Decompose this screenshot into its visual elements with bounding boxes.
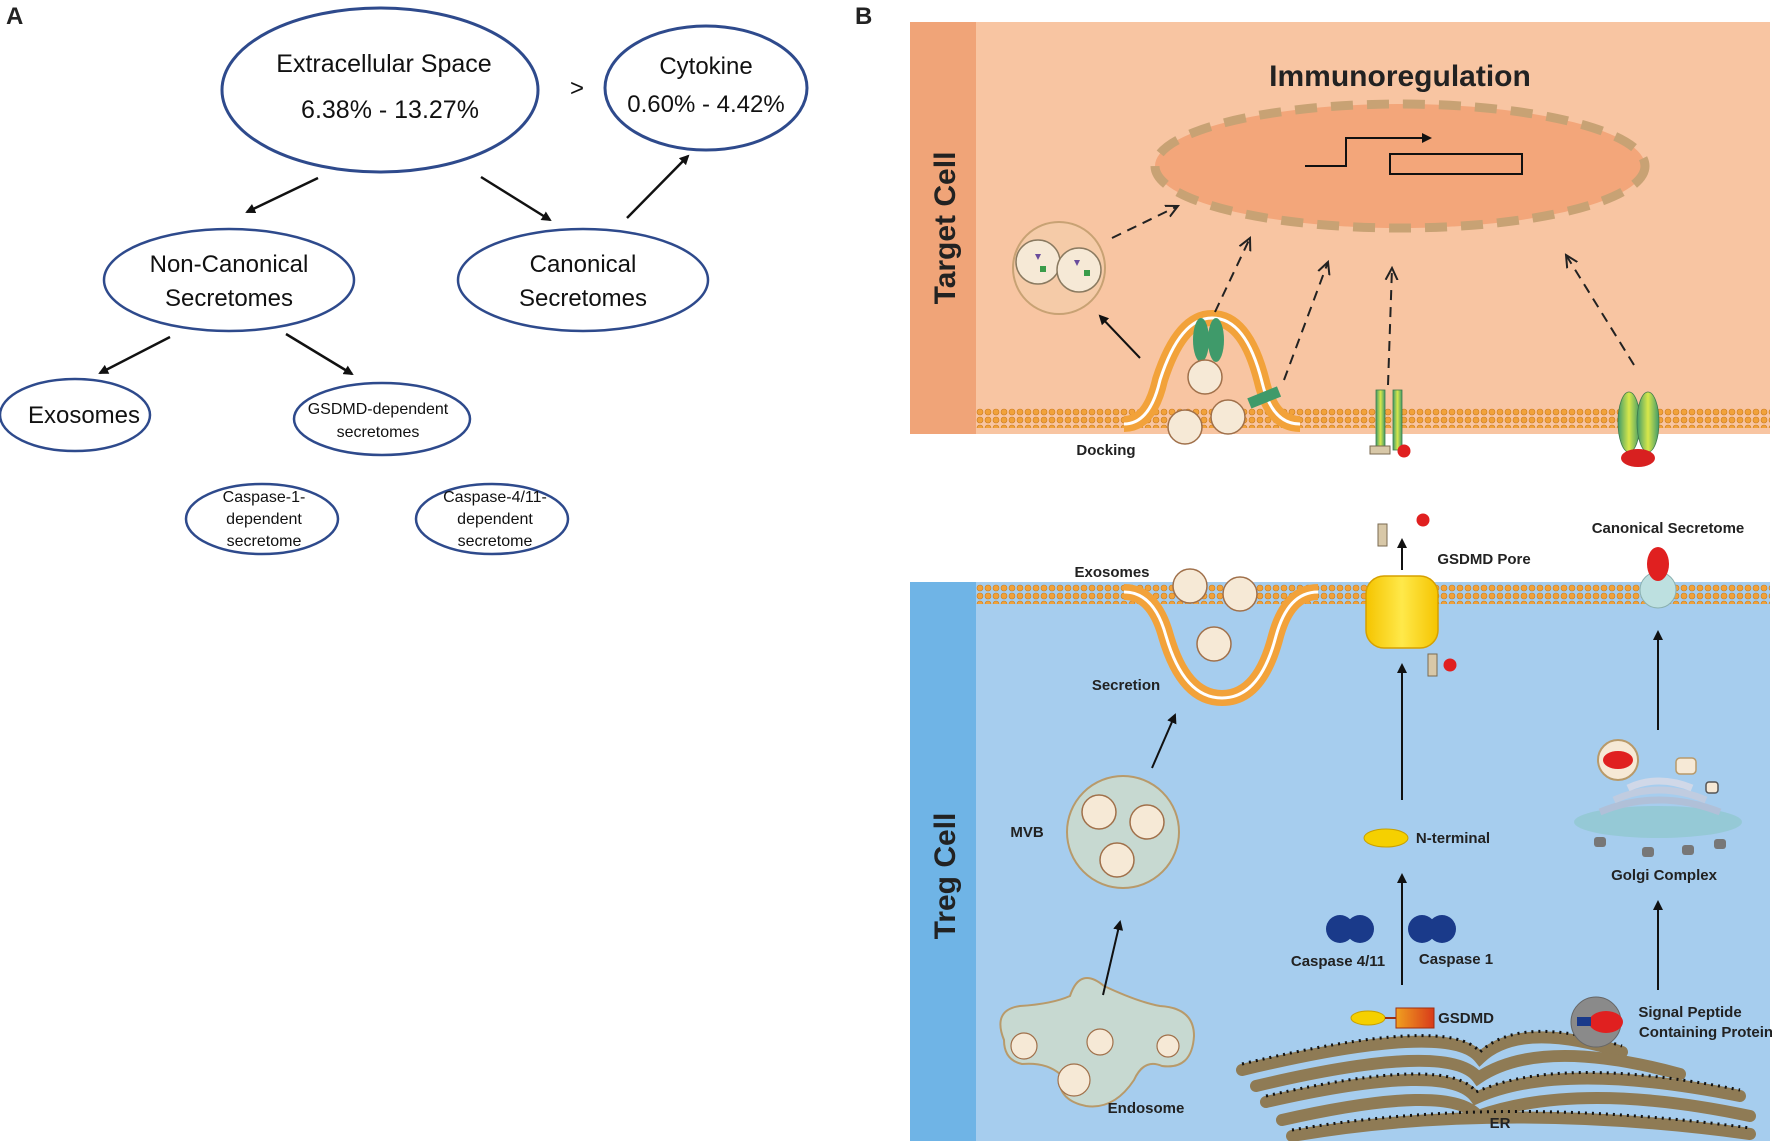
er: [1236, 1031, 1756, 1141]
comparison-sign: >: [570, 75, 584, 102]
immunoregulation-title: Immunoregulation: [1269, 60, 1531, 93]
exosomes-label-b: Exosomes: [1074, 564, 1149, 581]
arrow-endosome-to-mvb: [1102, 920, 1124, 996]
extracellular-space-node: Extracellular Space 6.38% - 13.27%: [220, 6, 540, 174]
gsdmd-pore: [1365, 575, 1439, 649]
treg-cell-band: [910, 582, 976, 1141]
caspase411-node: Caspase-4/11- dependent secretome: [414, 482, 570, 556]
gsdmd-line1: GSDMD-dependent: [308, 401, 449, 418]
gsdmd-node: GSDMD-dependent secretomes: [292, 381, 472, 457]
caspase1-line2: dependent: [226, 511, 302, 528]
panel-a-letter: A: [6, 3, 23, 30]
caspase1-node: Caspase-1- dependent secretome: [184, 482, 340, 556]
transcription-arrow: [1305, 133, 1432, 167]
canonical-secretion-vesicle: [1639, 547, 1677, 609]
panel-b: B Target Cell Treg Cell Immunoregulation: [855, 3, 1772, 1141]
gsdmd-full: [1350, 1007, 1435, 1029]
signal-peptide-line2: Containing Protein: [1639, 1024, 1772, 1041]
internalization-arrow: [1098, 314, 1141, 359]
cytokine-title: Cytokine: [659, 53, 752, 80]
n-terminal-shape: [1363, 828, 1409, 848]
secretion-label: Secretion: [1092, 677, 1160, 694]
released-il1-dot: [1416, 513, 1430, 527]
panel-a: A Extracellular Space 6.38% - 13.27% > C…: [0, 3, 809, 556]
golgi-complex: [1574, 739, 1742, 857]
caspase411-line3: secretome: [458, 533, 533, 550]
exosomes-node: Exosomes: [0, 377, 152, 453]
intracellular-il1-dot: [1443, 658, 1457, 672]
arrow-to-non-canonical: [245, 176, 319, 214]
nucleus: [1150, 99, 1650, 233]
cytokine-node: Cytokine 0.60% - 4.42%: [603, 24, 809, 152]
gsdmd-line2: secretomes: [337, 424, 420, 441]
signal-peptide-protein: [1570, 996, 1623, 1048]
caspase1-line3: secretome: [227, 533, 302, 550]
canonical-line1: Canonical: [530, 251, 637, 278]
golgi-label: Golgi Complex: [1611, 867, 1718, 884]
released-il1-block: [1377, 523, 1388, 547]
n-terminal-label: N-terminal: [1416, 830, 1490, 847]
canonical-line2: Secretomes: [519, 285, 647, 312]
target-cell-band: [910, 22, 976, 434]
cytokine-receptor: [1617, 391, 1660, 467]
caspase1-line1: Caspase-1-: [223, 489, 306, 506]
signaling-arrows: [1111, 206, 1635, 386]
caspase-1-label: Caspase 1: [1419, 951, 1493, 968]
mvb: [1066, 775, 1180, 889]
caspase411-line1: Caspase-4/11-: [443, 489, 547, 506]
panel-b-letter: B: [855, 3, 872, 30]
non-canonical-line1: Non-Canonical: [150, 251, 309, 278]
docking-label: Docking: [1076, 442, 1135, 459]
signal-peptide-line1: Signal Peptide: [1638, 1004, 1741, 1021]
arrow-to-gsdmd: [285, 332, 354, 376]
docking-receptor: [1193, 318, 1282, 409]
er-label: ER: [1490, 1115, 1511, 1132]
gsdmd-label: GSDMD: [1438, 1010, 1494, 1027]
caspase-1-shape: [1408, 915, 1456, 943]
treg-cell-label: Treg Cell: [929, 813, 962, 940]
secreted-exosomes: [1172, 568, 1258, 662]
caspase-411-shape: [1326, 915, 1374, 943]
arrow-to-canonical: [480, 175, 552, 222]
non-canonical-node: Non-Canonical Secretomes: [102, 227, 356, 333]
canonical-node: Canonical Secretomes: [456, 227, 710, 333]
arrow-to-cytokine: [626, 154, 690, 219]
gsdmd-pore-label: GSDMD Pore: [1437, 551, 1530, 568]
intracellular-il1-block: [1427, 653, 1438, 677]
panel-a-arrows: [98, 154, 690, 376]
non-canonical-line2: Secretomes: [165, 285, 293, 312]
pd1-receptor: [1369, 389, 1411, 458]
exosomes-label: Exosomes: [28, 402, 140, 429]
caspase411-line2: dependent: [457, 511, 533, 528]
extracellular-range: 6.38% - 13.27%: [301, 96, 479, 124]
gene-box: [1389, 153, 1523, 175]
canonical-secretome-label: Canonical Secretome: [1592, 520, 1745, 537]
extracellular-title: Extracellular Space: [276, 50, 491, 78]
arrow-mvb-to-secretion: [1151, 713, 1177, 769]
caspase-411-label: Caspase 4/11: [1291, 953, 1385, 970]
endosome-label: Endosome: [1108, 1100, 1185, 1117]
endosome: [999, 977, 1196, 1108]
docking-exosomes: [1167, 359, 1246, 445]
internalized-vesicle: [1012, 221, 1106, 315]
cytokine-range: 0.60% - 4.42%: [627, 91, 784, 118]
target-cell-label: Target Cell: [929, 152, 962, 305]
arrow-to-exosomes: [98, 335, 171, 375]
mvb-label: MVB: [1010, 824, 1044, 841]
